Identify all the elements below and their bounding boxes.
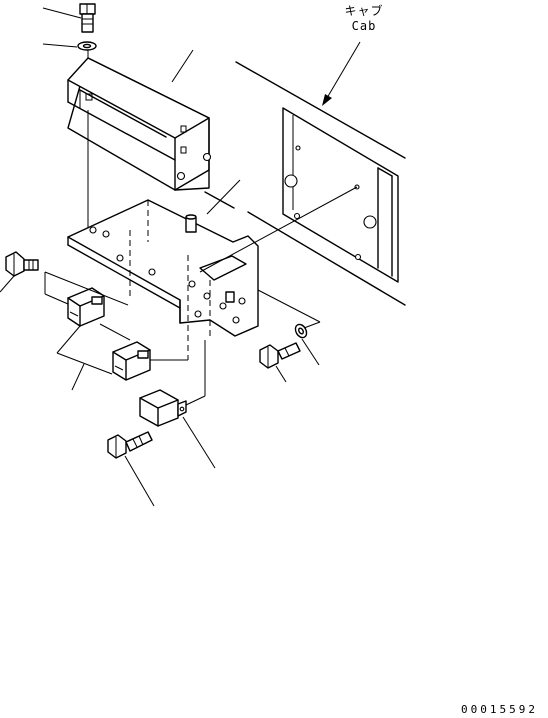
assembly-dashes — [129, 200, 211, 360]
leader-relay-small — [182, 416, 216, 469]
leader-bolt-bottom — [124, 455, 155, 507]
cab-label-english: Cab — [351, 19, 377, 33]
leader-cover-box — [171, 49, 194, 83]
leader-washer-top — [42, 43, 78, 48]
leader-bolt-right — [275, 365, 287, 383]
leader-relays — [56, 352, 113, 375]
drawing-number: 00015592 — [461, 703, 538, 716]
cab-leader-arrow — [322, 41, 361, 106]
leader-washer-right — [301, 338, 320, 366]
relay-upper — [67, 287, 105, 327]
washer-right — [294, 323, 308, 339]
leader-bolt-top — [42, 7, 82, 19]
cab-label-japanese: キャブ — [344, 4, 384, 18]
relay-lower — [112, 341, 151, 381]
bolt-bottom — [107, 431, 153, 459]
cover-box — [67, 57, 212, 191]
washer-top — [77, 41, 97, 51]
leader-bracket — [206, 179, 241, 215]
bolt-top — [79, 3, 96, 33]
leader-bolt-left — [0, 275, 15, 293]
cab-panel — [204, 61, 406, 306]
flange-bolt-left — [5, 251, 39, 277]
bolt-right — [259, 342, 301, 369]
relay-small — [139, 389, 187, 427]
leader-cab-bolt-path — [199, 186, 358, 273]
